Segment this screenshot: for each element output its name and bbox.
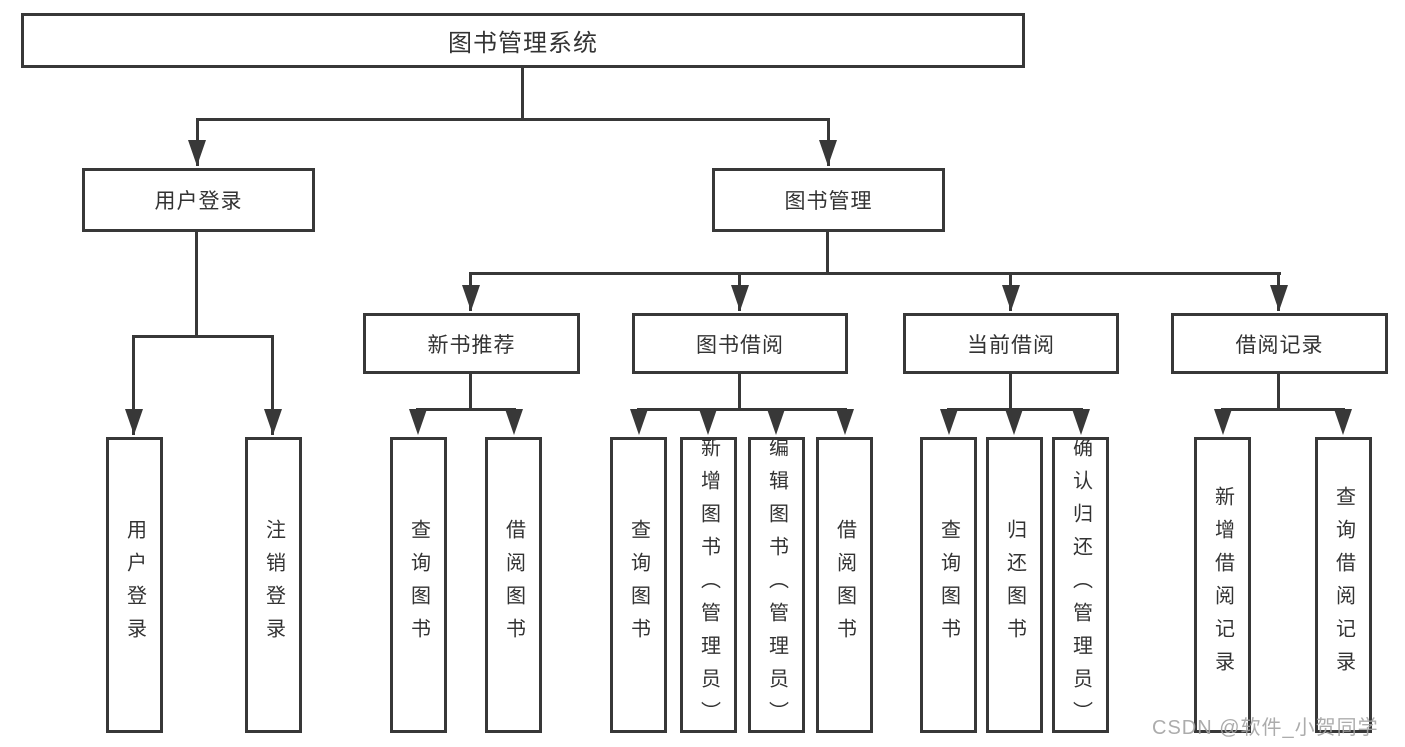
leaf-borrow-books-borrow-label: 借阅图书 — [833, 519, 856, 651]
arrow-g4-child3 — [1072, 409, 1090, 435]
node-new-book-recommend: 新书推荐 — [363, 313, 580, 374]
connector-g5-hline — [1221, 408, 1345, 411]
arrow-to-currentborrow — [1002, 285, 1020, 311]
connector-user-login-hline — [132, 335, 274, 338]
leaf-user-login-label: 用户登录 — [123, 519, 146, 651]
node-borrow-record: 借阅记录 — [1171, 313, 1388, 374]
arrow-to-user-login — [188, 140, 206, 166]
arrow-g5-child1 — [1214, 409, 1232, 435]
leaf-add-book-admin: 新增图书（管理员） — [680, 437, 737, 733]
leaf-query-books-borrow: 查询图书 — [610, 437, 667, 733]
node-new-book-recommend-label: 新书推荐 — [427, 333, 516, 357]
connector-g4-down — [1009, 374, 1012, 411]
node-current-borrow: 当前借阅 — [903, 313, 1119, 374]
leaf-query-books-borrow-label: 查询图书 — [627, 519, 650, 651]
watermark-text: CSDN @软件_小贺同学 — [1152, 717, 1379, 739]
node-book-management: 图书管理 — [712, 168, 945, 232]
leaf-return-book-label: 归还图书 — [1003, 519, 1026, 651]
leaf-query-books-recommend: 查询图书 — [390, 437, 447, 733]
arrow-g2-child2 — [505, 409, 523, 435]
arrow-g3-child1 — [630, 409, 648, 435]
arrow-g3-child4 — [836, 409, 854, 435]
node-library-system: 图书管理系统 — [21, 13, 1025, 68]
leaf-edit-book-admin: 编辑图书（管理员） — [748, 437, 805, 733]
leaf-confirm-return-admin-label: 确认归还（管理员） — [1069, 437, 1092, 733]
connector-book-mgmt-down — [826, 232, 829, 274]
arrow-g5-child2 — [1334, 409, 1352, 435]
leaf-query-borrow-record-label: 查询借阅记录 — [1332, 486, 1355, 684]
connector-leaf-logout-stem — [271, 335, 274, 435]
leaf-borrow-books-recommend-label: 借阅图书 — [502, 519, 525, 651]
connector-user-login-down — [195, 232, 198, 338]
connector-g5-down — [1277, 374, 1280, 411]
node-book-borrow: 图书借阅 — [632, 313, 848, 374]
arrow-to-leaf-logout — [264, 409, 282, 435]
node-library-system-label: 图书管理系统 — [448, 30, 598, 57]
leaf-query-books-current-label: 查询图书 — [937, 519, 960, 651]
connector-g2-hline — [416, 408, 516, 411]
leaf-add-borrow-record-label: 新增借阅记录 — [1211, 486, 1234, 684]
arrow-to-leaf-login — [125, 409, 143, 435]
leaf-logout-label: 注销登录 — [262, 519, 285, 651]
connector-level1-hline — [196, 118, 830, 121]
leaf-query-borrow-record: 查询借阅记录 — [1315, 437, 1372, 733]
arrow-to-borrowrecord — [1270, 285, 1288, 311]
arrow-g4-child1 — [940, 409, 958, 435]
leaf-return-book: 归还图书 — [986, 437, 1043, 733]
leaf-query-books-recommend-label: 查询图书 — [407, 519, 430, 651]
leaf-add-book-admin-label: 新增图书（管理员） — [697, 437, 720, 733]
connector-g2-down — [469, 374, 472, 411]
node-user-login-label: 用户登录 — [154, 190, 243, 213]
node-borrow-record-label: 借阅记录 — [1235, 333, 1324, 357]
leaf-borrow-books-recommend: 借阅图书 — [485, 437, 542, 733]
connector-g3-down — [738, 374, 741, 411]
arrow-g3-child2 — [699, 409, 717, 435]
node-user-login: 用户登录 — [82, 168, 315, 232]
connector-level3-hline — [469, 272, 1281, 275]
arrow-g3-child3 — [767, 409, 785, 435]
connector-leaf-login-stem — [132, 335, 135, 435]
connector-g3-hline — [637, 408, 847, 411]
node-book-management-label: 图书管理 — [784, 190, 873, 213]
leaf-logout: 注销登录 — [245, 437, 302, 733]
arrow-to-newbook — [462, 285, 480, 311]
arrow-to-bookborrow — [731, 285, 749, 311]
leaf-borrow-books-borrow: 借阅图书 — [816, 437, 873, 733]
node-book-borrow-label: 图书借阅 — [696, 333, 784, 357]
arrow-g2-child1 — [409, 409, 427, 435]
leaf-query-books-current: 查询图书 — [920, 437, 977, 733]
leaf-user-login: 用户登录 — [106, 437, 163, 733]
node-current-borrow-label: 当前借阅 — [967, 333, 1055, 357]
arrow-g4-child2 — [1005, 409, 1023, 435]
connector-root-stem — [521, 66, 524, 120]
leaf-add-borrow-record: 新增借阅记录 — [1194, 437, 1251, 733]
arrow-to-book-mgmt — [819, 140, 837, 166]
leaf-edit-book-admin-label: 编辑图书（管理员） — [765, 437, 788, 733]
leaf-confirm-return-admin: 确认归还（管理员） — [1052, 437, 1109, 733]
